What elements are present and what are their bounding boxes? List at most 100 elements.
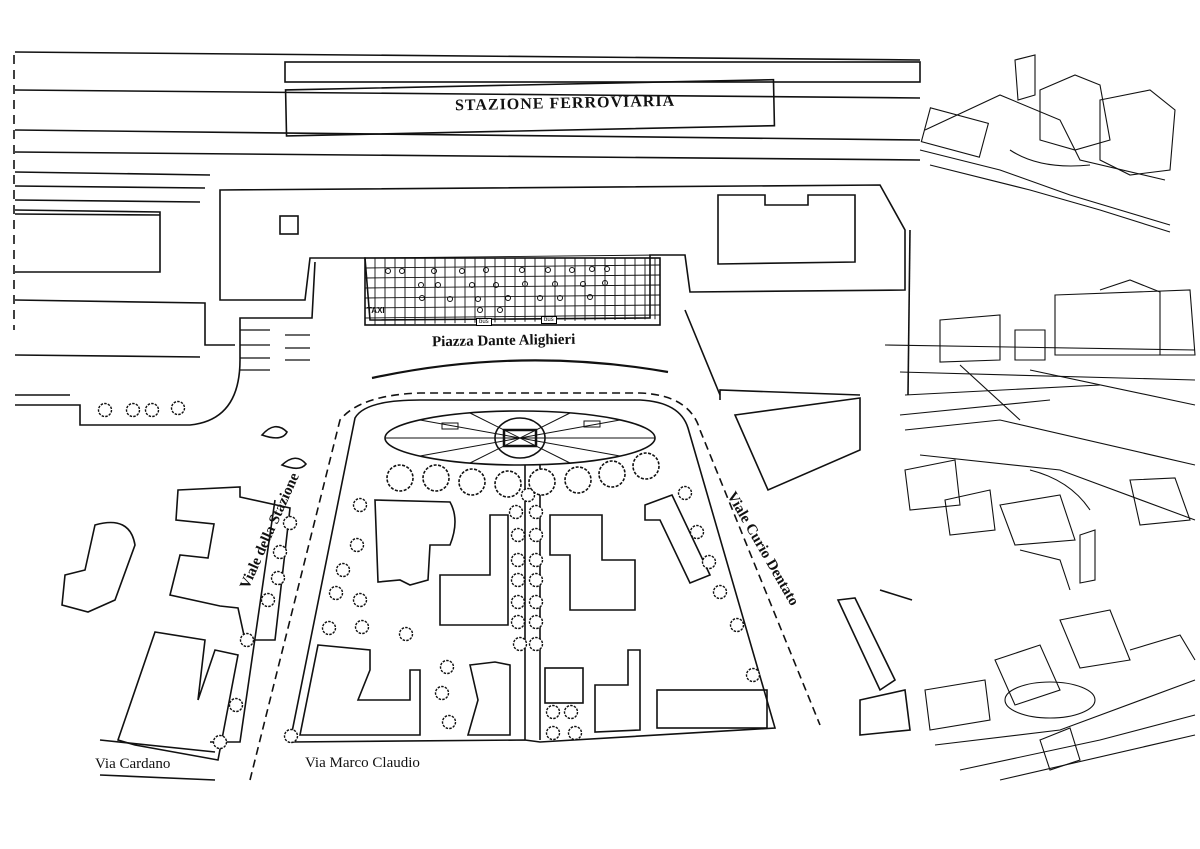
perspective-sketch-2 bbox=[884, 279, 1196, 421]
tree-icon bbox=[422, 464, 450, 492]
planter-icon bbox=[587, 294, 593, 300]
tree-icon bbox=[270, 570, 286, 586]
tree-icon bbox=[528, 527, 544, 543]
tree-icon bbox=[729, 617, 745, 633]
tree-icon bbox=[228, 697, 244, 713]
tree-icon bbox=[545, 725, 561, 741]
planter-icon bbox=[519, 267, 525, 273]
planter-icon bbox=[385, 268, 391, 274]
building bbox=[169, 486, 291, 641]
via-marco-label: Via Marco Claudio bbox=[305, 755, 420, 771]
bus-stop-label: bus bbox=[541, 316, 557, 324]
planter-icon bbox=[418, 282, 424, 288]
perspective-sketch-1 bbox=[919, 54, 1176, 233]
tree-icon bbox=[458, 468, 486, 496]
tree-icon bbox=[528, 594, 544, 610]
planter-icon bbox=[477, 307, 483, 313]
planter-icon bbox=[483, 267, 489, 273]
building bbox=[439, 514, 509, 626]
planter-icon bbox=[537, 295, 543, 301]
via-cardano-label: Via Cardano bbox=[95, 756, 171, 772]
tree-icon bbox=[328, 585, 344, 601]
tree-icon bbox=[545, 704, 561, 720]
planter-icon bbox=[447, 296, 453, 302]
tree-icon bbox=[632, 452, 660, 480]
building bbox=[374, 499, 456, 586]
planter-icon bbox=[459, 268, 465, 274]
tree-icon bbox=[510, 594, 526, 610]
tree-icon bbox=[528, 636, 544, 652]
tree-icon bbox=[528, 572, 544, 588]
planter-icon bbox=[589, 266, 595, 272]
tree-icon bbox=[434, 685, 450, 701]
tree-icon bbox=[528, 468, 556, 496]
tree-icon bbox=[352, 592, 368, 608]
tree-icon bbox=[701, 554, 717, 570]
taxi-label: TAXI bbox=[367, 306, 385, 315]
planter-icon bbox=[604, 266, 610, 272]
planter-icon bbox=[493, 282, 499, 288]
building bbox=[466, 661, 511, 736]
planter-icon bbox=[545, 267, 551, 273]
building bbox=[549, 514, 636, 611]
building bbox=[717, 194, 856, 265]
tree-icon bbox=[528, 552, 544, 568]
building bbox=[644, 493, 712, 585]
planter-icon bbox=[469, 282, 475, 288]
planter-icon bbox=[435, 282, 441, 288]
tree-icon bbox=[352, 497, 368, 513]
trees bbox=[97, 400, 761, 750]
perspective-sketch-4 bbox=[924, 609, 1196, 781]
tree-icon bbox=[564, 466, 592, 494]
planter-icon bbox=[522, 281, 528, 287]
bus-stop-label: bus bbox=[476, 318, 492, 326]
tree-icon bbox=[598, 460, 626, 488]
building bbox=[594, 649, 641, 733]
tree-icon bbox=[398, 626, 414, 642]
building bbox=[733, 397, 861, 492]
planter-icon bbox=[569, 267, 575, 273]
tree-icon bbox=[689, 524, 705, 540]
station-building bbox=[219, 184, 906, 321]
rail-tracks bbox=[14, 51, 921, 216]
planter-icon bbox=[431, 268, 437, 274]
tree-icon bbox=[510, 572, 526, 588]
tree-icon bbox=[125, 402, 141, 418]
planter-icon bbox=[552, 281, 558, 287]
piazza-grid bbox=[364, 254, 661, 326]
tree-icon bbox=[510, 614, 526, 630]
tree-icon bbox=[170, 400, 186, 416]
tree-icon bbox=[520, 487, 536, 503]
planter-icon bbox=[419, 295, 425, 301]
tree-icon bbox=[282, 515, 298, 531]
tree-icon bbox=[439, 659, 455, 675]
tree-icon bbox=[494, 470, 522, 498]
building bbox=[61, 521, 136, 613]
tree-icon bbox=[260, 592, 276, 608]
tree-icon bbox=[677, 485, 693, 501]
planter-icon bbox=[602, 280, 608, 286]
tree-icon bbox=[349, 537, 365, 553]
tree-icon bbox=[335, 562, 351, 578]
perspective-sketch-3 bbox=[904, 419, 1196, 591]
tree-icon bbox=[386, 464, 414, 492]
planter-icon bbox=[497, 307, 503, 313]
tree-icon bbox=[272, 544, 288, 560]
tree-icon bbox=[563, 704, 579, 720]
planter-icon bbox=[399, 268, 405, 274]
tree-icon bbox=[510, 552, 526, 568]
planter-icon bbox=[580, 281, 586, 287]
tree-icon bbox=[510, 527, 526, 543]
tree-icon bbox=[144, 402, 160, 418]
planter-icon bbox=[505, 295, 511, 301]
tree-icon bbox=[321, 620, 337, 636]
building bbox=[299, 644, 421, 736]
building bbox=[14, 209, 161, 273]
tree-icon bbox=[283, 728, 299, 744]
tree-icon bbox=[528, 504, 544, 520]
tree-icon bbox=[354, 619, 370, 635]
planter-icon bbox=[475, 296, 481, 302]
tree-icon bbox=[745, 667, 761, 683]
planter-icon bbox=[557, 295, 563, 301]
